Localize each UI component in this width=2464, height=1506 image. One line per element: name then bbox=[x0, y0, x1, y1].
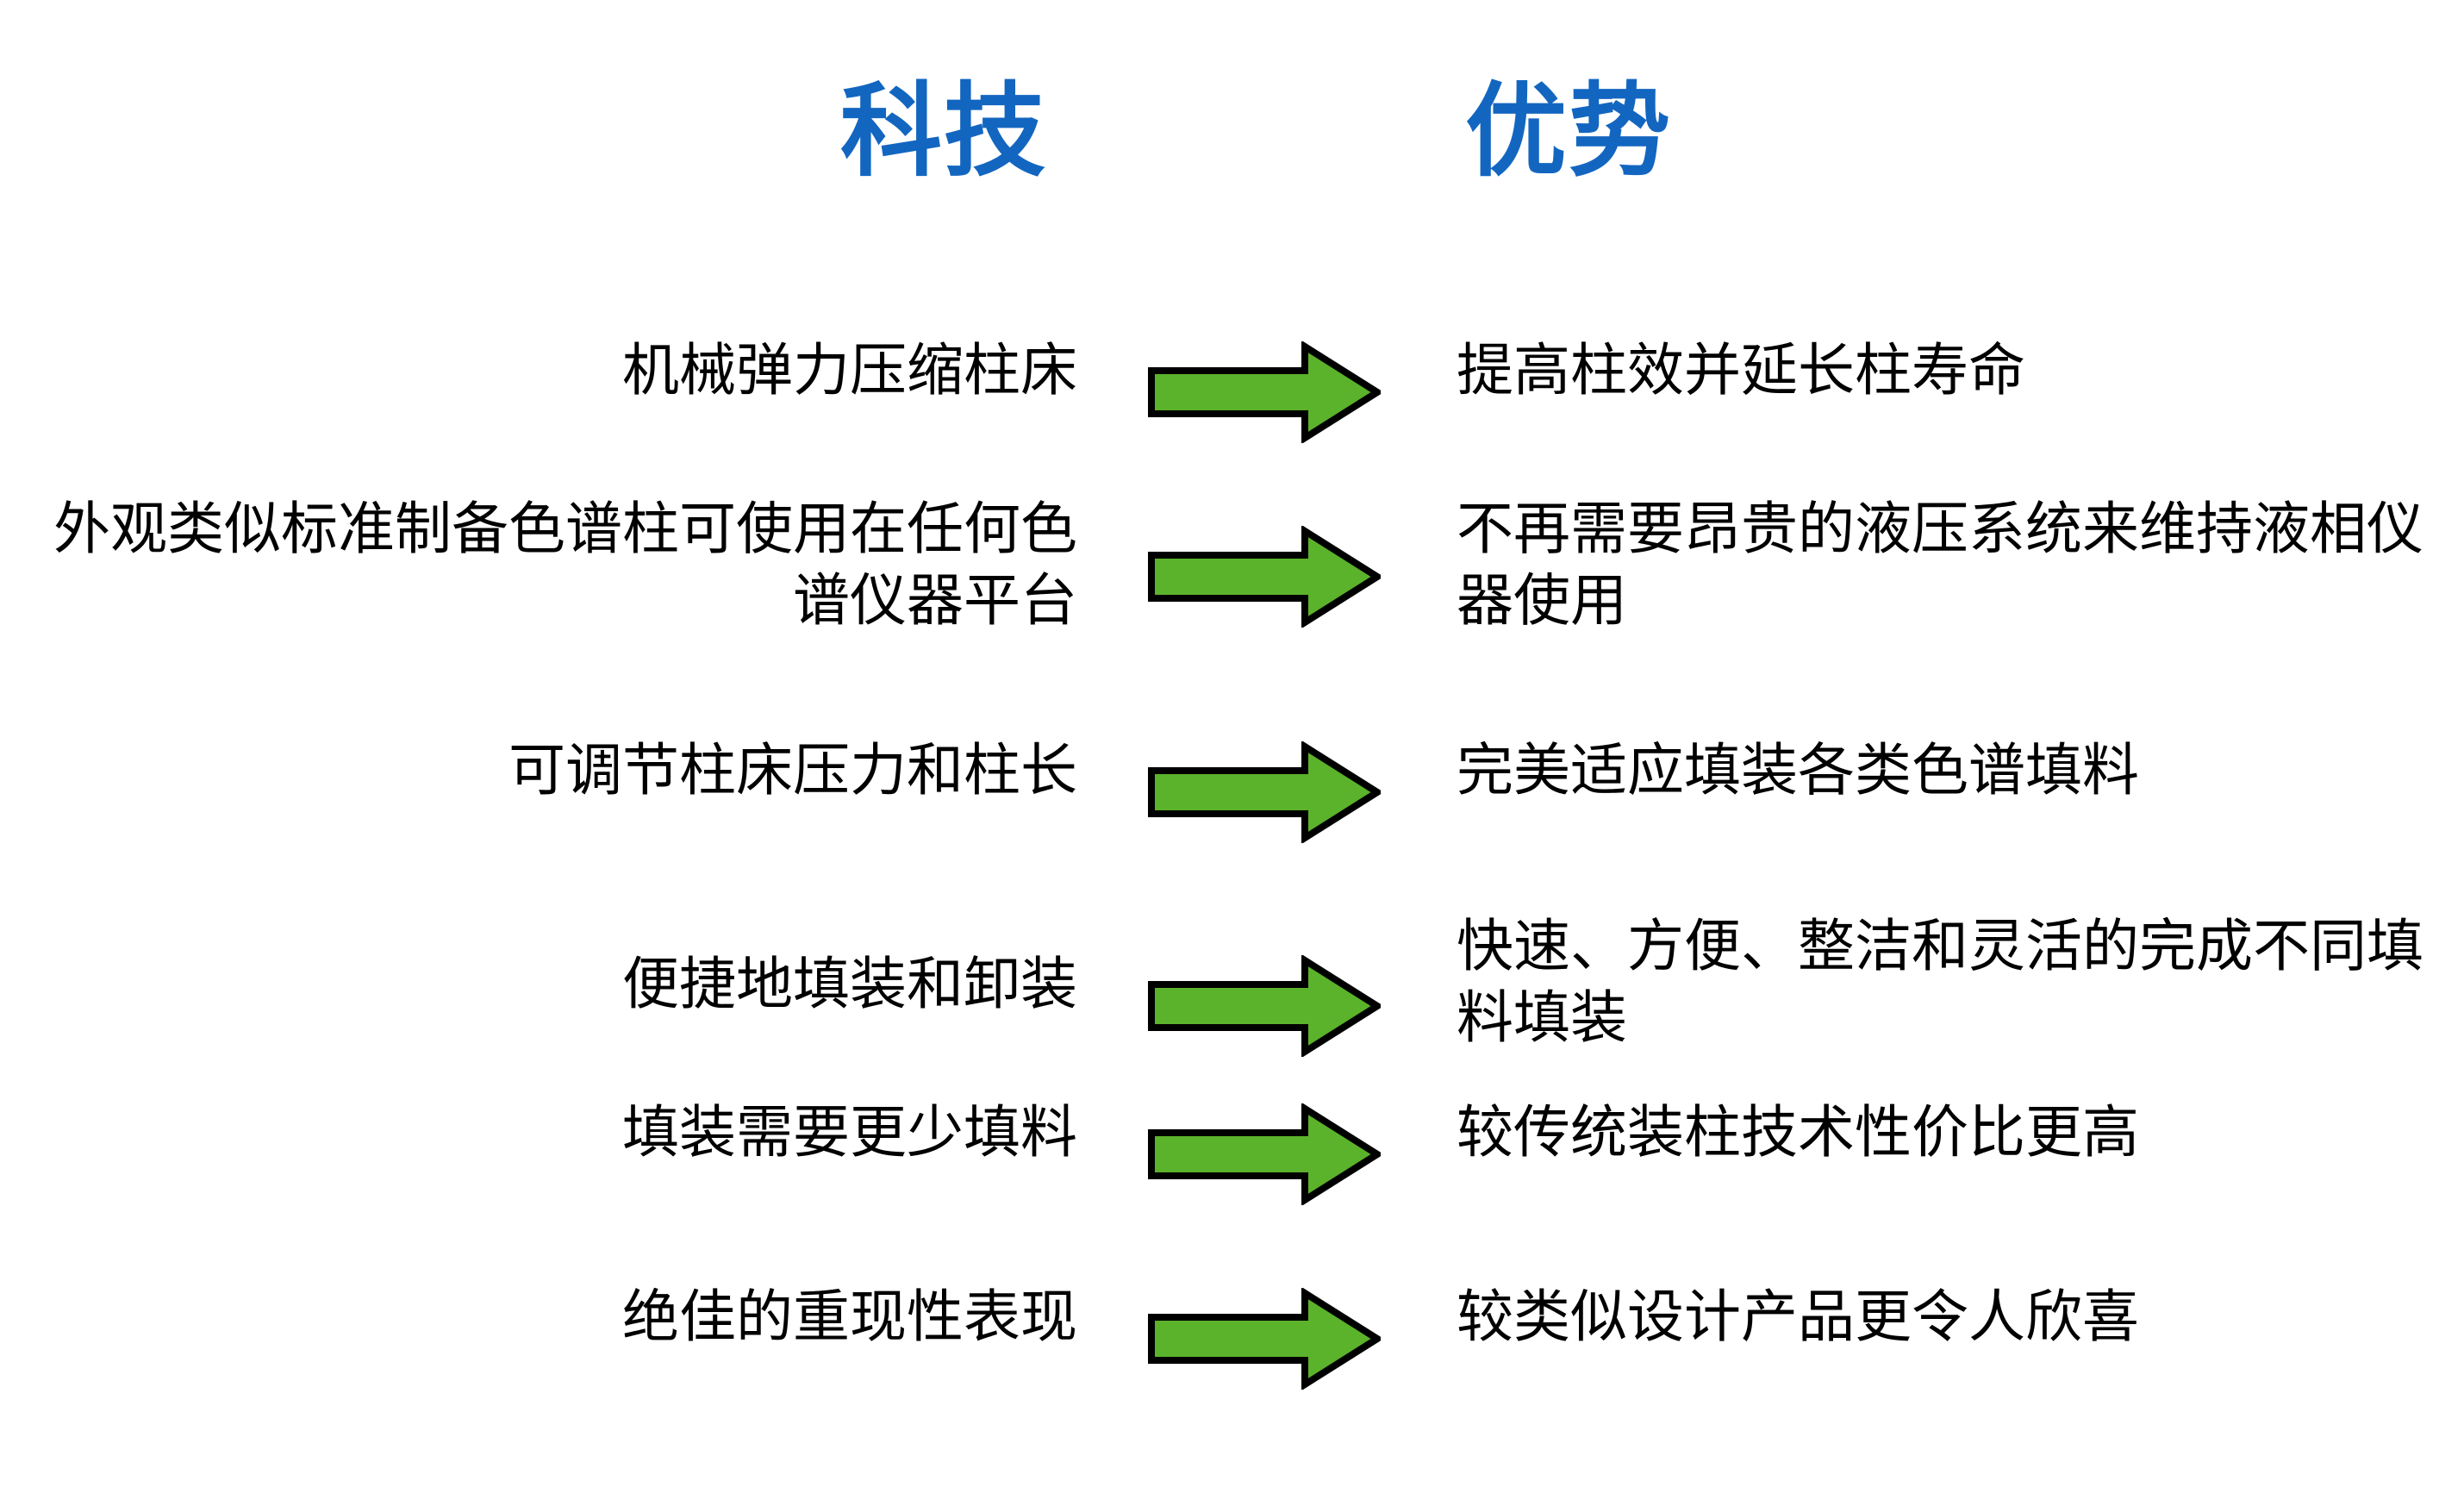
advantage-text: 不再需要昂贵的液压系统来维持液相仪器使用 bbox=[1457, 496, 2423, 634]
column-headers: 科技 优势 bbox=[0, 72, 2464, 240]
right-arrow-icon bbox=[1148, 955, 1381, 1057]
table-row: 便捷地填装和卸装 快速、方便、整洁和灵活的完成不同填料填装 bbox=[0, 872, 2464, 1057]
technology-text: 可调节柱床压力和柱长 bbox=[508, 737, 1077, 803]
column-header-technology: 科技 bbox=[840, 72, 1048, 191]
table-row: 绝佳的重现性表现 较类似设计产品更令人欣喜 bbox=[0, 1236, 2464, 1417]
table-row: 可调节柱床压力和柱长 完美适应填装各类色谱填料 bbox=[0, 690, 2464, 872]
right-arrow-icon bbox=[1148, 341, 1381, 443]
table-row: 填装需要更少填料 较传统装柱技术性价比更高 bbox=[0, 1053, 2464, 1236]
technology-text: 填装需要更少填料 bbox=[622, 1099, 1077, 1165]
right-arrow-icon bbox=[1148, 1103, 1381, 1205]
right-arrow-icon bbox=[1148, 526, 1381, 628]
advantage-text: 快速、方便、整洁和灵活的完成不同填料填装 bbox=[1457, 913, 2423, 1052]
table-row: 外观类似标准制备色谱柱可使用在任何色谱仪器平台 不再需要昂贵的液压系统来维持液相… bbox=[0, 457, 2464, 690]
right-arrow-icon bbox=[1148, 1288, 1381, 1390]
advantage-text: 较传统装柱技术性价比更高 bbox=[1457, 1099, 2139, 1165]
advantage-text: 完美适应填装各类色谱填料 bbox=[1457, 737, 2139, 803]
technology-text: 机械弹力压缩柱床 bbox=[622, 337, 1077, 403]
table-row: 机械弹力压缩柱床 提高柱效并延长柱寿命 bbox=[0, 284, 2464, 457]
right-arrow-icon bbox=[1148, 741, 1381, 843]
advantage-text: 较类似设计产品更令人欣喜 bbox=[1457, 1284, 2139, 1350]
technology-text: 绝佳的重现性表现 bbox=[622, 1284, 1077, 1350]
advantage-text: 提高柱效并延长柱寿命 bbox=[1457, 337, 2025, 403]
comparison-rows: 机械弹力压缩柱床 提高柱效并延长柱寿命 外观类似标准制备色谱柱可使用在任何色谱仪… bbox=[0, 284, 2464, 1417]
technology-text: 外观类似标准制备色谱柱可使用在任何色谱仪器平台 bbox=[53, 496, 1077, 634]
column-header-advantage: 优势 bbox=[1465, 72, 1673, 191]
technology-text: 便捷地填装和卸装 bbox=[622, 951, 1077, 1017]
